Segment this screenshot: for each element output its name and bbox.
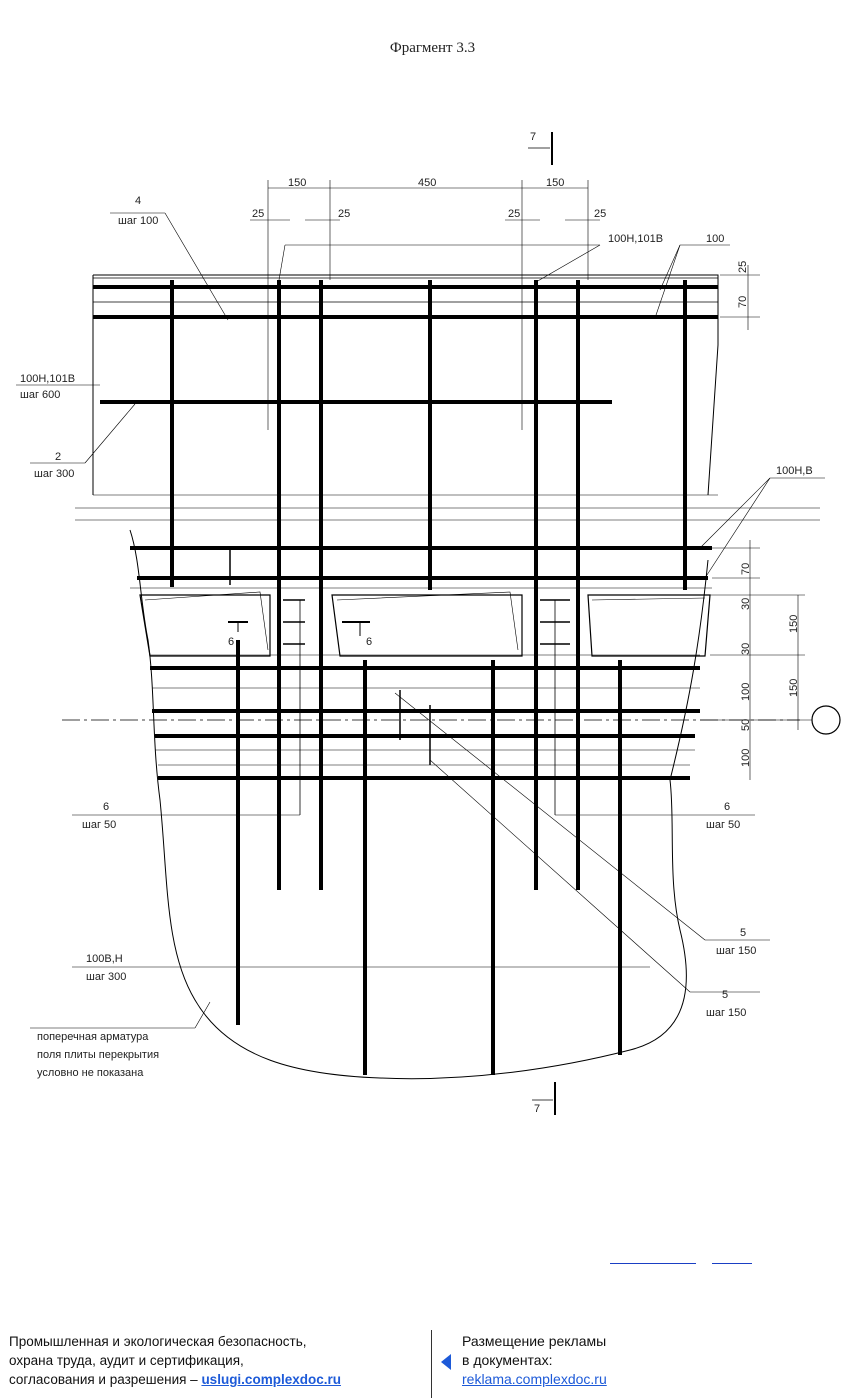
callout-100h-left-step: шаг 600 bbox=[20, 389, 60, 401]
callout-100vh: 100В,Н bbox=[86, 953, 123, 965]
left-arrow-icon bbox=[441, 1354, 451, 1370]
footer-right-block: Размещение рекламы в документах: reklama… bbox=[462, 1332, 862, 1389]
note-line: поперечная арматура bbox=[37, 1031, 149, 1043]
dim-small: 25 bbox=[594, 208, 606, 220]
section-mark-bottom: 7 bbox=[534, 1103, 540, 1115]
dim-right: 100 bbox=[740, 683, 752, 701]
dim-right-outer: 150 bbox=[788, 679, 800, 697]
footer-left-prefix: согласования и разрешения – bbox=[9, 1372, 202, 1387]
dim-top: 150 bbox=[288, 177, 306, 189]
dim-top: 450 bbox=[418, 177, 436, 189]
dim-small: 25 bbox=[508, 208, 520, 220]
callout-2: 2 bbox=[55, 451, 61, 463]
outline-lower bbox=[129, 529, 709, 1080]
note-line: поля плиты перекрытия bbox=[37, 1049, 159, 1061]
dim-right-outer: 150 bbox=[788, 615, 800, 633]
callout-2-step: шаг 300 bbox=[34, 468, 74, 480]
dim-right: 70 bbox=[737, 296, 749, 308]
callout-100vh-step: шаг 300 bbox=[86, 971, 126, 983]
outline bbox=[93, 274, 719, 496]
callout-100h-top: 100Н,101В bbox=[608, 233, 663, 245]
callout-100hv: 100Н,В bbox=[776, 465, 813, 477]
dim-right: 100 bbox=[740, 749, 752, 767]
dim-top: 150 bbox=[546, 177, 564, 189]
footer-left-line: согласования и разрешения – uslugi.compl… bbox=[9, 1370, 429, 1389]
footer-right-line: в документах: bbox=[462, 1352, 553, 1368]
footer-left-block: Промышленная и экологическая безопасност… bbox=[9, 1332, 429, 1389]
dim-right: 50 bbox=[740, 719, 752, 731]
dim-right: 25 bbox=[737, 261, 749, 273]
footer-left-line: охрана труда, аудит и сертификация, bbox=[9, 1353, 244, 1368]
dim-right: 30 bbox=[740, 643, 752, 655]
footer-divider bbox=[431, 1330, 432, 1398]
callout-5b-step: шаг 150 bbox=[706, 1007, 746, 1019]
section-mark-top: 7 bbox=[530, 131, 536, 143]
nav-link-next[interactable] bbox=[712, 1262, 752, 1264]
callout-6-right-step: шаг 50 bbox=[706, 819, 740, 831]
callout-5a: 5 bbox=[740, 927, 746, 939]
note-line: условно не показана bbox=[37, 1067, 144, 1079]
callout-100-top: 100 bbox=[706, 233, 724, 245]
footer-right-line: Размещение рекламы bbox=[462, 1333, 607, 1349]
dim-right: 70 bbox=[740, 563, 752, 575]
callout-6-left-step: шаг 50 bbox=[82, 819, 116, 831]
nav-link-contents[interactable] bbox=[610, 1262, 696, 1264]
page-title: Фрагмент 3.3 bbox=[389, 40, 476, 56]
callout-6-right: 6 bbox=[724, 801, 730, 813]
uslugi-link[interactable]: uslugi.complexdoc.ru bbox=[201, 1372, 341, 1387]
footer-banner: Промышленная и экологическая безопасност… bbox=[0, 1330, 865, 1399]
callout-5a-step: шаг 150 bbox=[716, 945, 756, 957]
callout-100h-left: 100Н,101В bbox=[20, 373, 75, 385]
callout-4: 4 bbox=[135, 195, 141, 207]
callout-5b: 5 bbox=[722, 989, 728, 1001]
reklama-link[interactable]: reklama.complexdoc.ru bbox=[462, 1371, 607, 1387]
dim-right: 30 bbox=[740, 598, 752, 610]
callout-6-left: 6 bbox=[103, 801, 109, 813]
reinforcement-drawing: 7 7 150 450 150 25 25 25 25 25 70 70 30 … bbox=[16, 131, 841, 1115]
section-6-mark: 6 bbox=[228, 636, 234, 648]
callout-4-step: шаг 100 bbox=[118, 215, 158, 227]
dim-small: 25 bbox=[338, 208, 350, 220]
dim-small: 25 bbox=[252, 208, 264, 220]
section-6-mark: 6 bbox=[366, 636, 372, 648]
footer-left-line: Промышленная и экологическая безопасност… bbox=[9, 1334, 307, 1349]
